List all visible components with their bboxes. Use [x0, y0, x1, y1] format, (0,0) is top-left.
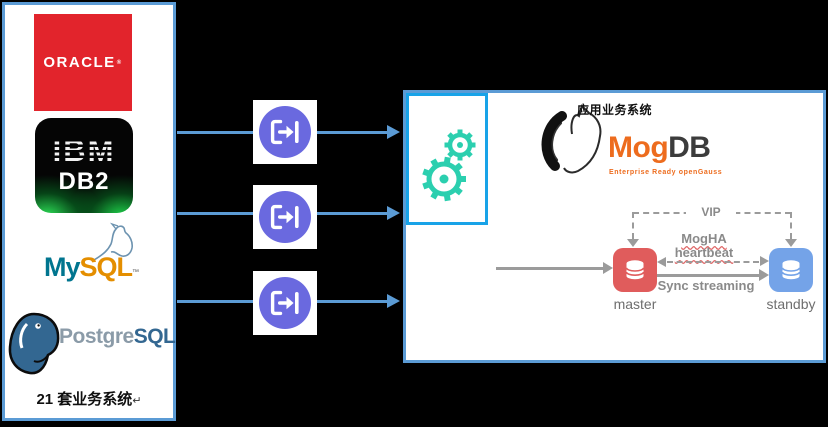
- flow-arrowhead-1: [387, 125, 400, 139]
- postgresql-wordmark: PostgreSQL: [59, 325, 176, 349]
- mysql-wordmark: MySQL™: [30, 252, 152, 283]
- app-system-box: 应用业务系统: [406, 93, 652, 225]
- trademark-mark: ™: [132, 269, 139, 276]
- database-icon: [625, 260, 645, 280]
- postgresql-elephant-icon: [8, 312, 60, 375]
- standby-label: standby: [766, 296, 816, 312]
- flow-arrowhead-2: [387, 206, 400, 220]
- migrate-arrow-glyph: [270, 290, 299, 316]
- standby-node: [769, 248, 813, 292]
- migrate-arrow-glyph: [270, 119, 299, 145]
- mogdb-cat-icon: [541, 104, 602, 174]
- oracle-logo: ORACLE®: [34, 14, 132, 111]
- heartbeat-text: heartbeat: [674, 245, 734, 260]
- oracle-wordmark: ORACLE: [43, 54, 116, 71]
- feed-arrow-line: [496, 267, 603, 270]
- mogha-heartbeat-label: MogHA heartbeat: [644, 232, 764, 260]
- vip-dashed-drop-master: [632, 212, 634, 239]
- vip-arrowhead-standby: [785, 239, 797, 247]
- migrate-arrow-glyph: [270, 204, 299, 230]
- source-caption-text: 21 套业务系统: [36, 391, 133, 408]
- mysql-logo: MySQL™: [30, 222, 152, 294]
- database-migration-icon: [259, 106, 311, 158]
- ibm-wordmark: IBM: [52, 132, 116, 168]
- mogha-text: MogHA: [681, 231, 727, 246]
- registered-mark: ®: [116, 59, 123, 66]
- vip-dashed-drop-standby: [790, 212, 792, 239]
- gears-icon: [422, 129, 476, 202]
- mogdb-subtitle: Enterprise Ready openGauss: [609, 169, 723, 176]
- mogdb-wordmark: MogDB: [608, 131, 711, 164]
- feed-arrowhead: [603, 262, 613, 274]
- database-migration-icon: [259, 191, 311, 243]
- vip-label: VIP: [686, 205, 736, 219]
- database-icon: [781, 260, 801, 280]
- app-system-label: 应用业务系统: [576, 103, 652, 117]
- source-caption: 21 套业务系统↵: [5, 388, 173, 409]
- sync-streaming-arrowhead: [759, 269, 769, 281]
- migration-connector-2: [253, 185, 317, 249]
- db2-wordmark: DB2: [58, 167, 110, 195]
- postgresql-logo: PostgreSQL: [7, 308, 176, 378]
- heartbeat-dashed-line: [667, 261, 759, 263]
- ibm-db2-logo: IBM DB2: [35, 118, 133, 213]
- mogdb-environment-panel: MogDB Enterprise Ready openGauss 应用业务系统: [403, 90, 826, 363]
- migration-connector-3: [253, 271, 317, 335]
- mogdb-mog-text: Mog: [608, 131, 669, 164]
- sync-streaming-line: [657, 274, 760, 277]
- mysql-sql-text: SQL: [79, 252, 134, 282]
- mysql-my-text: My: [43, 252, 81, 282]
- database-migration-icon: [259, 277, 311, 329]
- mysql-dolphin-icon: [93, 222, 133, 261]
- master-node: [613, 248, 657, 292]
- mogdb-db-text: DB: [668, 131, 711, 164]
- master-label: master: [613, 296, 657, 312]
- flow-arrowhead-3: [387, 294, 400, 308]
- paragraph-return-mark: ↵: [132, 395, 142, 407]
- migration-connector-1: [253, 100, 317, 164]
- heartbeat-arrowhead-right: [760, 256, 769, 266]
- source-databases-panel: ORACLE® IBM DB2 MySQL™ Post: [2, 2, 176, 421]
- vip-arrowhead-master: [627, 239, 639, 247]
- sync-streaming-label: Sync streaming: [657, 278, 755, 293]
- heartbeat-arrowhead-left: [657, 257, 666, 267]
- postgresql-sql-text: SQL: [133, 325, 176, 348]
- postgre-text: Postgre: [59, 325, 134, 348]
